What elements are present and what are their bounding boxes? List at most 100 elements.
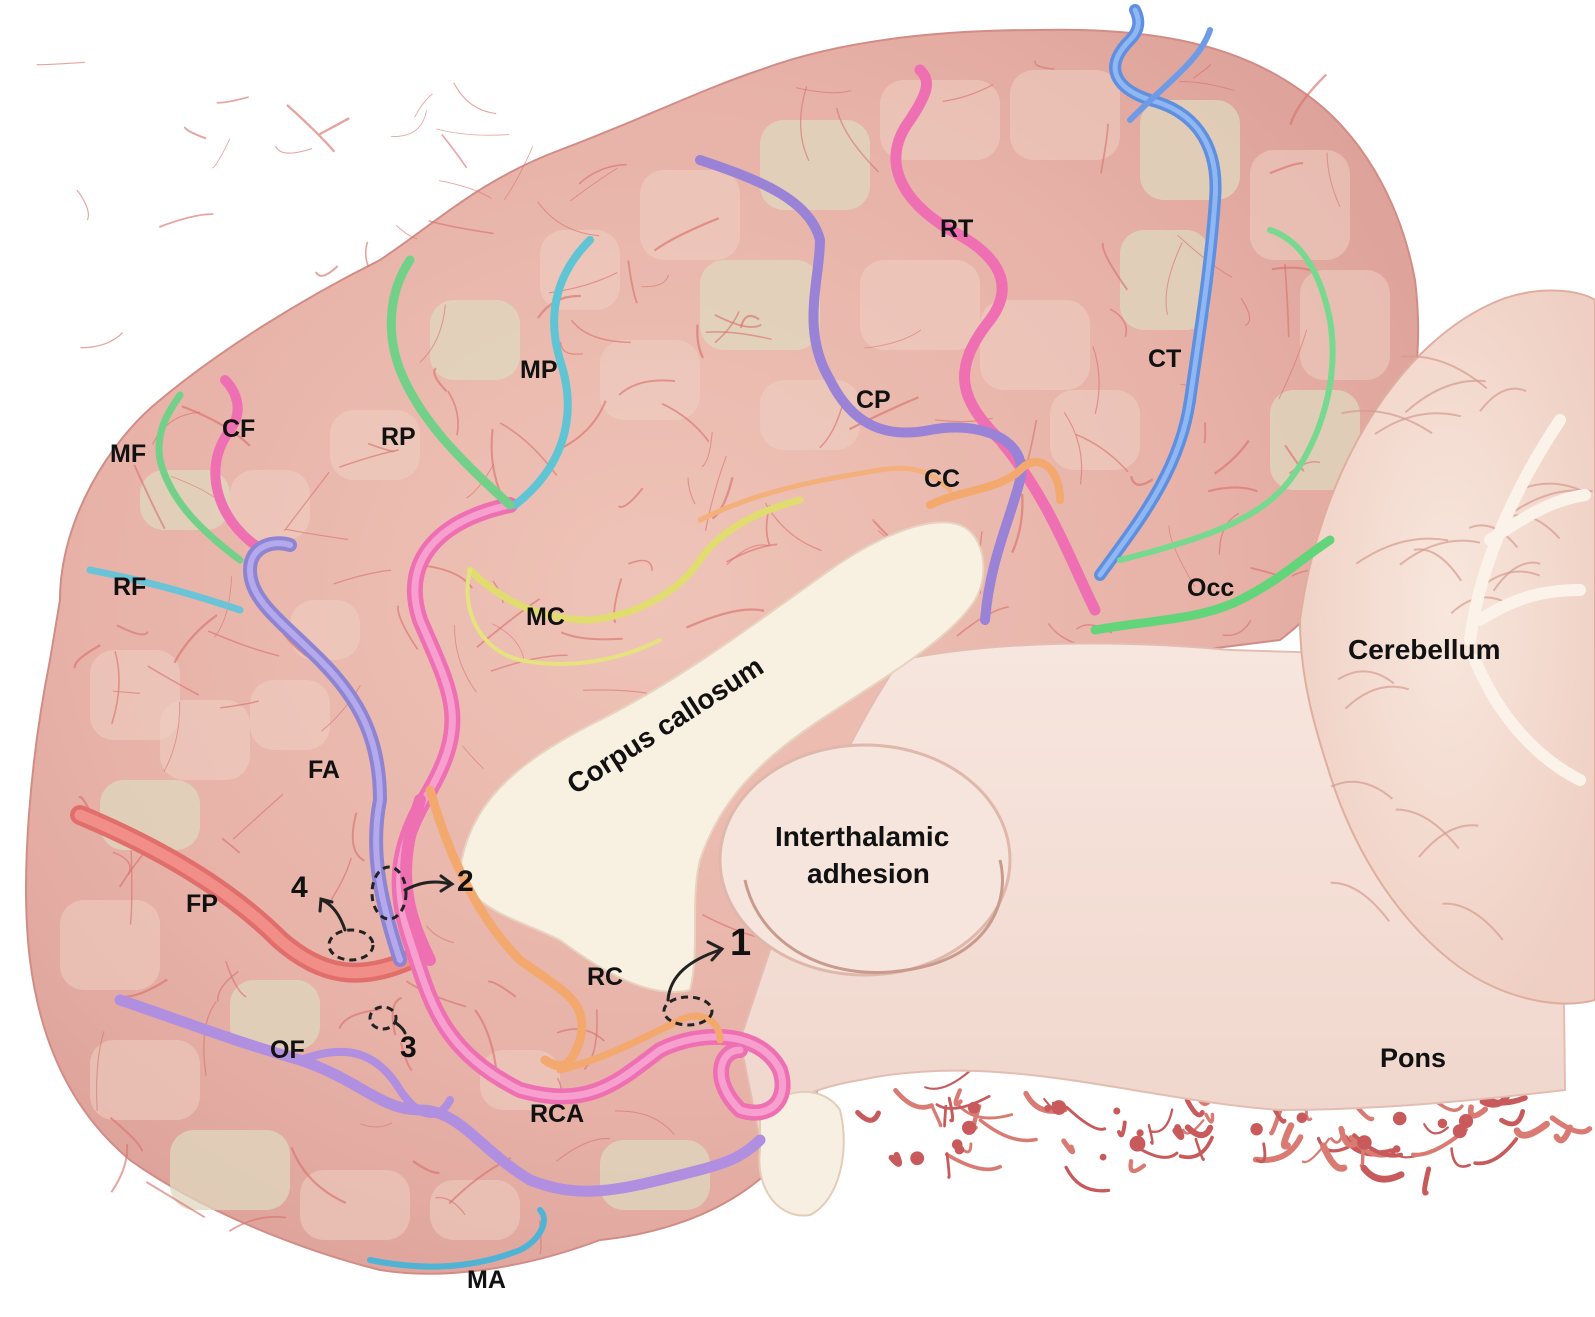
fine-vessel bbox=[1213, 439, 1250, 475]
fine-vessel bbox=[1179, 81, 1235, 91]
vessel-orange-upper bbox=[697, 465, 953, 523]
label-CT: CT bbox=[1148, 345, 1181, 373]
fine-vessel bbox=[1100, 123, 1109, 174]
fine-vessel bbox=[170, 475, 215, 498]
fine-vessel bbox=[799, 86, 810, 162]
ventral-vessel bbox=[943, 1104, 948, 1128]
fine-vessel bbox=[1101, 242, 1129, 291]
fine-vessel bbox=[1240, 297, 1251, 326]
fine-vessel bbox=[641, 274, 669, 288]
fine-vessel bbox=[1288, 461, 1321, 475]
fine-vessel bbox=[319, 117, 350, 136]
cerebellar-fold bbox=[1468, 524, 1519, 549]
fine-vessel bbox=[397, 605, 419, 650]
vessel-MC bbox=[466, 496, 804, 624]
vessel-cross-section bbox=[1392, 1111, 1407, 1126]
ventral-vessel bbox=[1360, 1164, 1405, 1183]
vessel-cross-section bbox=[967, 1101, 980, 1114]
corpus-callosum bbox=[458, 521, 985, 993]
fine-vessel bbox=[570, 319, 631, 344]
fine-vessel bbox=[36, 61, 85, 66]
fine-vessel bbox=[488, 980, 517, 998]
fine-vessel bbox=[1203, 422, 1207, 444]
fine-vessel bbox=[338, 1008, 380, 1029]
fine-vessel bbox=[701, 914, 758, 938]
cerebellar-fold bbox=[1418, 824, 1479, 858]
optic-chiasm-region bbox=[758, 1091, 845, 1217]
ventral-vessel bbox=[1204, 1112, 1215, 1124]
gyrus bbox=[760, 120, 870, 210]
fine-vessel bbox=[1063, 411, 1083, 485]
fine-vessel bbox=[628, 559, 653, 571]
fine-vessel bbox=[80, 332, 124, 349]
vessel-Occ-up bbox=[1117, 227, 1336, 563]
vessel-cross-section bbox=[1458, 1114, 1474, 1129]
gyrus bbox=[250, 680, 330, 750]
vessel-cross-section bbox=[1051, 1100, 1067, 1115]
fine-vessel bbox=[109, 1116, 144, 1152]
ventral-vessel bbox=[924, 1069, 972, 1090]
label-FP: FP bbox=[186, 890, 218, 918]
ventral-vessel bbox=[1320, 1142, 1348, 1172]
ventral-vessel bbox=[1301, 1137, 1331, 1164]
fine-vessel bbox=[474, 1009, 498, 1073]
vessel-RP bbox=[386, 255, 515, 510]
fine-vessel bbox=[1168, 525, 1196, 587]
vessel-FA-inner bbox=[247, 540, 403, 963]
fine-vessel bbox=[1075, 433, 1129, 473]
fine-vessel bbox=[133, 464, 166, 530]
fine-vessel bbox=[490, 654, 568, 672]
fine-vessel bbox=[364, 241, 370, 268]
ventral-vessel bbox=[1467, 1104, 1489, 1119]
vessel-cross-section bbox=[1437, 1118, 1448, 1129]
fine-vessel bbox=[447, 390, 459, 436]
fine-vessel bbox=[1165, 242, 1183, 315]
vessel-RF bbox=[86, 566, 244, 614]
gyrus bbox=[300, 1170, 410, 1240]
cerebellar-fold bbox=[1413, 548, 1463, 582]
fine-vessel bbox=[1034, 60, 1055, 70]
fine-vessel bbox=[225, 960, 247, 998]
ventral-vessel bbox=[1184, 1097, 1205, 1118]
fine-vessel bbox=[1092, 346, 1100, 414]
ventral-vessel bbox=[935, 1094, 991, 1110]
vessel-OF bbox=[114, 994, 766, 1197]
fine-vessel bbox=[158, 213, 214, 228]
label-MA: MA bbox=[467, 1266, 506, 1294]
ventral-vessel bbox=[1269, 1106, 1283, 1136]
fine-vessel bbox=[453, 82, 497, 115]
ventral-vessel bbox=[1194, 1137, 1205, 1161]
ventral-vessel bbox=[945, 1152, 951, 1179]
fine-vessel bbox=[1284, 264, 1290, 338]
ventral-vessel bbox=[1128, 1159, 1147, 1174]
fine-vessel bbox=[583, 1009, 598, 1070]
ventral-vessel bbox=[1117, 1120, 1127, 1138]
fine-vessel bbox=[425, 925, 455, 944]
fine-vessel bbox=[216, 96, 249, 104]
ventral-vessel bbox=[1423, 1123, 1449, 1135]
cerebellar-fold bbox=[1401, 355, 1488, 390]
arrowhead-1 bbox=[706, 940, 725, 962]
gyri bbox=[60, 70, 1390, 1240]
label-RCA: RCA bbox=[530, 1100, 584, 1128]
fine-vessel bbox=[76, 189, 89, 221]
fine-vessel bbox=[283, 471, 330, 532]
cerebellar-fold bbox=[1337, 670, 1395, 685]
vessel-Occ bbox=[1090, 535, 1335, 635]
fine-vessel bbox=[208, 630, 280, 657]
fine-vessel bbox=[725, 543, 778, 563]
ventral-vessel bbox=[1450, 1147, 1471, 1168]
fine-vessel bbox=[503, 146, 534, 200]
vessel-MF bbox=[155, 391, 244, 564]
vessel-cross-section bbox=[1250, 1123, 1263, 1136]
fine-vessel bbox=[399, 1042, 413, 1072]
cerebellar-folia bbox=[1330, 355, 1593, 941]
fine-vessel bbox=[614, 1110, 675, 1136]
ventral-vessel-network bbox=[855, 1069, 1593, 1196]
fine-vessel bbox=[112, 690, 140, 694]
fine-vessel bbox=[1130, 475, 1154, 486]
ventral-vessel bbox=[1316, 1136, 1350, 1153]
fine-vessel bbox=[351, 812, 365, 862]
ventral-vessel bbox=[1338, 1125, 1359, 1148]
